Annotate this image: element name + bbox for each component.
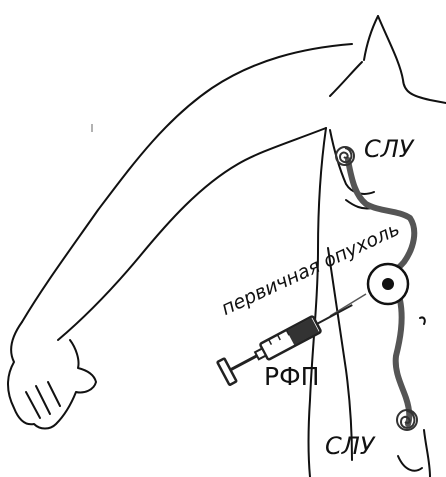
finger-line-3 — [48, 382, 60, 406]
jaw-outline — [364, 16, 378, 60]
sentinel-node-label-bottom: СЛУ — [325, 432, 374, 460]
radiopharmaceutical-label: РФП — [264, 362, 319, 391]
torso-left-side — [309, 128, 327, 477]
hip-outline — [424, 430, 430, 477]
lymph-vessel-lower — [396, 300, 410, 424]
torso-inner-line — [328, 248, 352, 460]
lymph-node-spiral-icon — [336, 147, 354, 165]
sentinel-node-label-top: СЛУ — [364, 135, 413, 163]
arm-lower-edge — [58, 128, 326, 340]
clavicle-line — [330, 62, 362, 96]
finger-line-1 — [26, 392, 40, 418]
groin-line — [398, 456, 422, 471]
hand-outline — [8, 322, 96, 429]
tumor-icon — [368, 264, 408, 304]
neck-outline — [378, 16, 446, 103]
abdomen-dot — [420, 317, 425, 324]
finger-line-2 — [36, 386, 50, 414]
